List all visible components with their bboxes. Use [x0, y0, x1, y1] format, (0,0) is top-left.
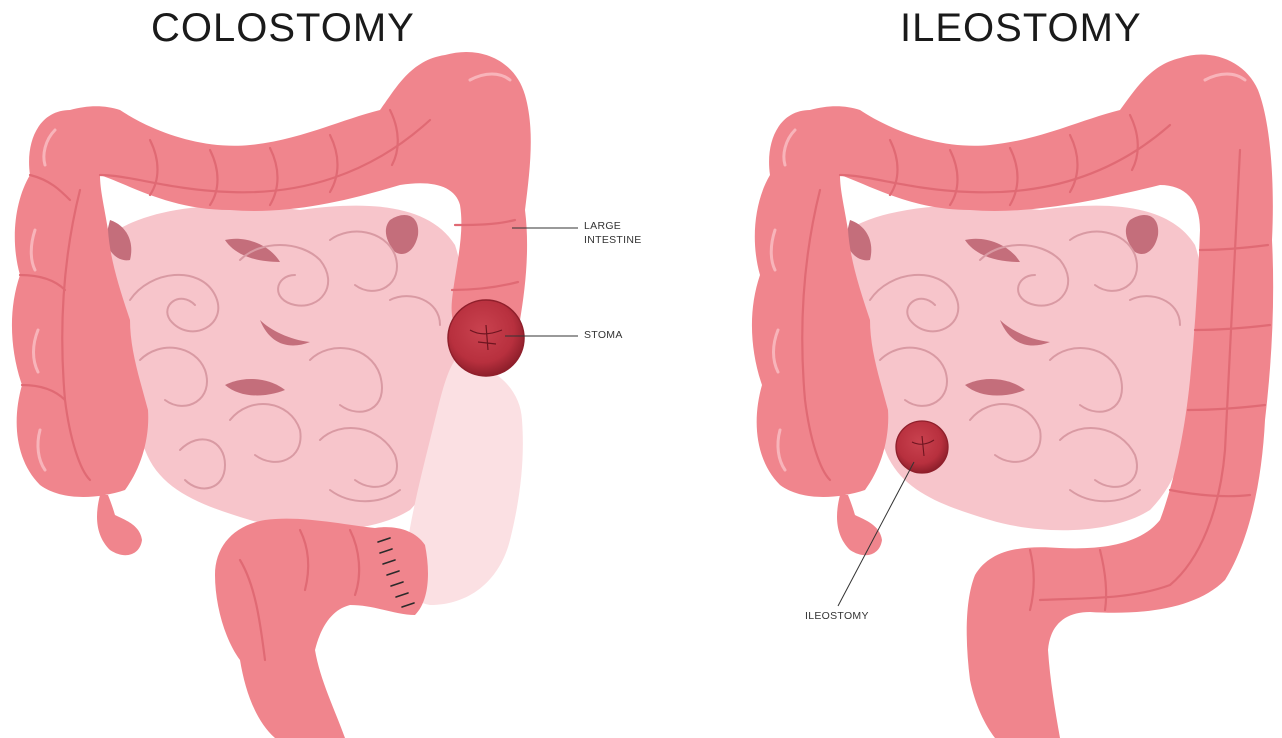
ileostomy-illustration — [752, 55, 1273, 738]
stoma-right — [896, 421, 948, 473]
large-intestine-label-line2: INTESTINE — [584, 234, 642, 247]
small-intestine-right — [839, 205, 1203, 530]
stoma-label: STOMA — [584, 329, 623, 342]
stoma-left — [448, 300, 524, 376]
appendix-left — [97, 495, 142, 555]
small-intestine-left — [104, 205, 462, 530]
rectum-stump-left — [215, 519, 428, 738]
ileostomy-label: ILEOSTOMY — [805, 610, 869, 623]
large-intestine-label-line1: LARGE — [584, 220, 621, 233]
appendix-right — [837, 495, 882, 555]
colostomy-illustration — [12, 52, 578, 738]
